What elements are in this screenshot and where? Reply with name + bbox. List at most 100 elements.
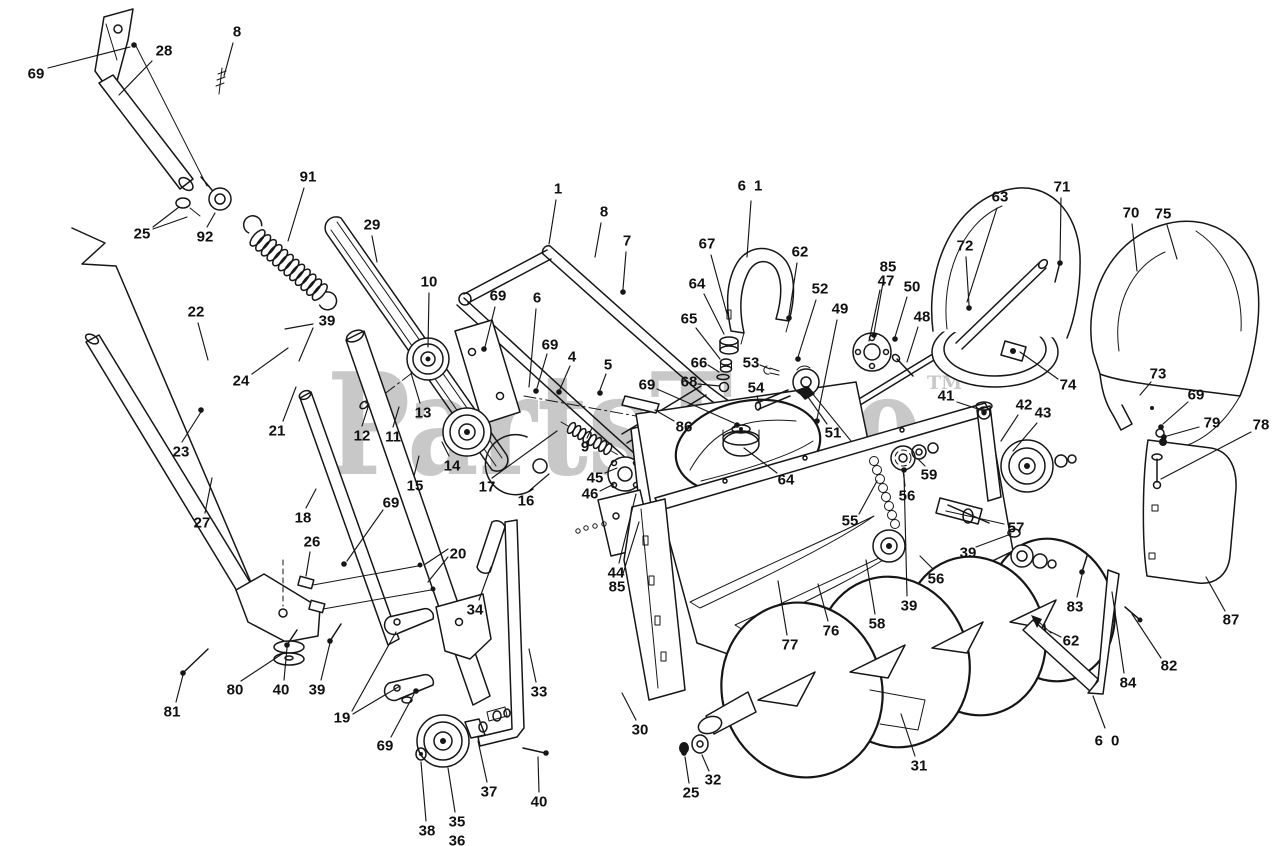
part-number-label: 24 <box>233 373 250 390</box>
part-number-label: 11 <box>385 429 401 446</box>
leader-line <box>181 411 202 443</box>
leader-line <box>1166 426 1200 437</box>
part-number-label: 22 <box>188 304 205 321</box>
leader-dot <box>786 315 792 321</box>
part-number-label: 7 <box>623 233 631 250</box>
leader-dot <box>1057 260 1063 266</box>
leader-line <box>298 327 314 362</box>
part-number-label: 64 <box>778 472 795 489</box>
part-number-label: 40 <box>273 682 290 699</box>
part-number-label: 86 <box>676 419 693 436</box>
leader-line <box>1012 422 1038 452</box>
part-number-label: 70 <box>1123 205 1140 222</box>
leader-line <box>152 216 188 230</box>
leader-dot <box>681 750 687 756</box>
leader-line <box>47 46 131 69</box>
part-number-label: 66 <box>691 355 708 372</box>
leader-line <box>684 756 690 784</box>
leader-line <box>975 533 1012 548</box>
leader-line <box>945 510 1005 525</box>
leader-line <box>204 477 213 514</box>
leader-line <box>320 642 331 681</box>
leader-line <box>701 754 710 772</box>
part-number-label: 25 <box>683 785 700 802</box>
part-number-label: 69 <box>490 288 507 305</box>
leader-line <box>1111 591 1125 674</box>
part-number-label: 39 <box>901 598 918 615</box>
part-number-label: 81 <box>164 704 181 721</box>
part-number-label: 21 <box>269 423 286 440</box>
leader-line <box>282 386 297 422</box>
leader-dot <box>413 688 419 694</box>
leader-dot <box>327 638 333 644</box>
leader-line <box>903 473 908 597</box>
part-number-label: 77 <box>782 637 799 654</box>
part-number-label: 92 <box>197 229 214 246</box>
leader-dot <box>533 388 539 394</box>
leader-line <box>351 631 397 712</box>
part-number-label: 71 <box>1054 179 1071 196</box>
part-number-label: 78 <box>1253 417 1270 434</box>
leader-line <box>756 395 760 404</box>
leader-line <box>965 256 970 306</box>
leader-line <box>743 447 778 474</box>
idler-pulleys <box>359 337 548 496</box>
leader-line <box>251 347 289 375</box>
extension-spring <box>242 215 338 311</box>
leader-line <box>1166 224 1178 260</box>
auger-gear-shaft <box>754 365 852 442</box>
leader-line <box>484 306 496 348</box>
part-number-label: 73 <box>1150 366 1167 383</box>
part-number-label: 69 <box>377 738 394 755</box>
leader-line <box>707 364 720 373</box>
leader-dot <box>1161 434 1167 440</box>
part-number-label: 23 <box>173 444 190 461</box>
part-number-label: 39 <box>309 682 326 699</box>
leader-line <box>559 365 571 390</box>
part-number-label: 38 <box>419 823 436 840</box>
leader-line <box>423 548 449 566</box>
leader-line <box>777 580 788 636</box>
leader-dot <box>901 467 907 473</box>
part-number-label: 39 <box>960 545 977 562</box>
leader-line <box>410 372 421 404</box>
leader-line <box>305 488 317 509</box>
idler-spring <box>560 421 618 456</box>
part-number-label: 13 <box>415 405 432 422</box>
leader-dot <box>981 409 987 415</box>
leader-line <box>118 60 153 96</box>
part-number-label: 28 <box>156 43 173 60</box>
part-number-label: 82 <box>1161 658 1178 675</box>
leader-dot <box>198 407 204 413</box>
leader-line <box>361 403 370 427</box>
leader-line <box>1131 223 1138 272</box>
leader-line <box>392 406 400 428</box>
leader-line <box>287 187 305 242</box>
part-number-label: 20 <box>450 546 467 563</box>
part-number-label: 69 <box>639 377 656 394</box>
part-number-label: 76 <box>823 623 840 640</box>
pivot-tube-assembly <box>84 333 342 673</box>
part-number-label: 64 <box>689 276 706 293</box>
leader-line <box>746 200 752 258</box>
leader-dot <box>871 332 877 338</box>
leader-line <box>1000 414 1019 442</box>
leader-line <box>695 327 721 360</box>
leader-line <box>1076 574 1083 598</box>
part-number-label: 39 <box>319 313 336 330</box>
part-number-label: 57 <box>1008 520 1025 537</box>
leader-line <box>447 767 456 813</box>
leader-line <box>152 206 180 228</box>
part-number-label: 29 <box>364 217 381 234</box>
leader-line <box>656 388 735 424</box>
part-number-label: 5 <box>604 357 612 374</box>
leader-line <box>284 323 314 330</box>
part-number-label: 67 <box>699 236 716 253</box>
leader-dot <box>284 642 290 648</box>
part-number-label: 6 <box>533 290 541 307</box>
leader-dot <box>556 389 562 395</box>
leader-line <box>703 293 725 335</box>
leader-line <box>528 308 537 388</box>
part-number-label: 34 <box>467 602 484 619</box>
